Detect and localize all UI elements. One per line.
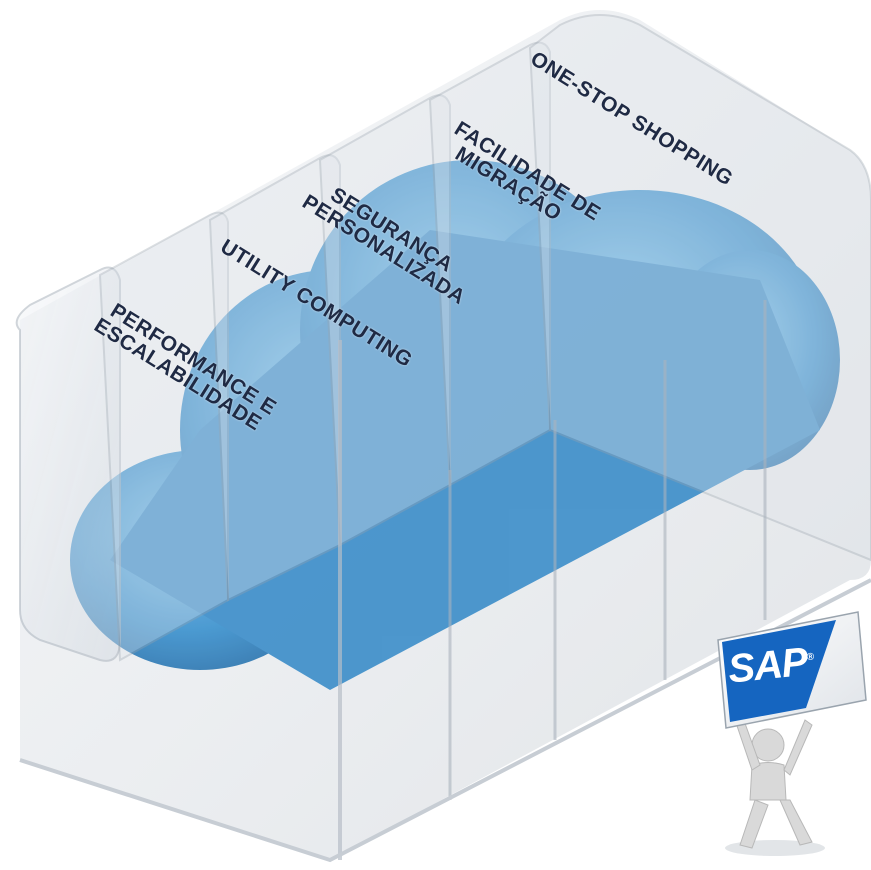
sap-logo-text: SAP <box>726 639 810 692</box>
sap-logo: SAP® <box>726 639 816 693</box>
cloud-shape <box>70 160 840 690</box>
registered-mark: ® <box>806 651 814 664</box>
sap-figure <box>725 714 825 856</box>
sap-sign <box>717 611 867 729</box>
layer-slabs <box>15 14 871 863</box>
